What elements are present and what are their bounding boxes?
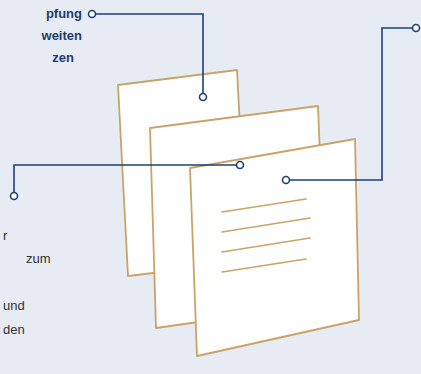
text-line [222,259,306,272]
leader-dot [89,11,96,18]
leader-line [96,14,203,93]
callout-heading: weiten [42,28,82,44]
front-page [190,139,359,356]
callout-text: und [3,298,25,314]
callout-heading: pfung [46,6,82,22]
callout-text: den [3,322,25,338]
text-line [222,199,306,212]
callout-heading: zen [52,50,74,66]
leader-dot [413,25,420,32]
text-line [222,238,310,252]
leader-line [290,28,414,180]
leader-dot [200,94,207,101]
leader-dot [283,177,290,184]
text-line [222,218,310,232]
leader-dot [11,193,18,200]
leader-line [14,165,236,192]
callout-text: zum [26,251,51,267]
leader-dot [237,162,244,169]
callout-text: r [3,228,7,244]
